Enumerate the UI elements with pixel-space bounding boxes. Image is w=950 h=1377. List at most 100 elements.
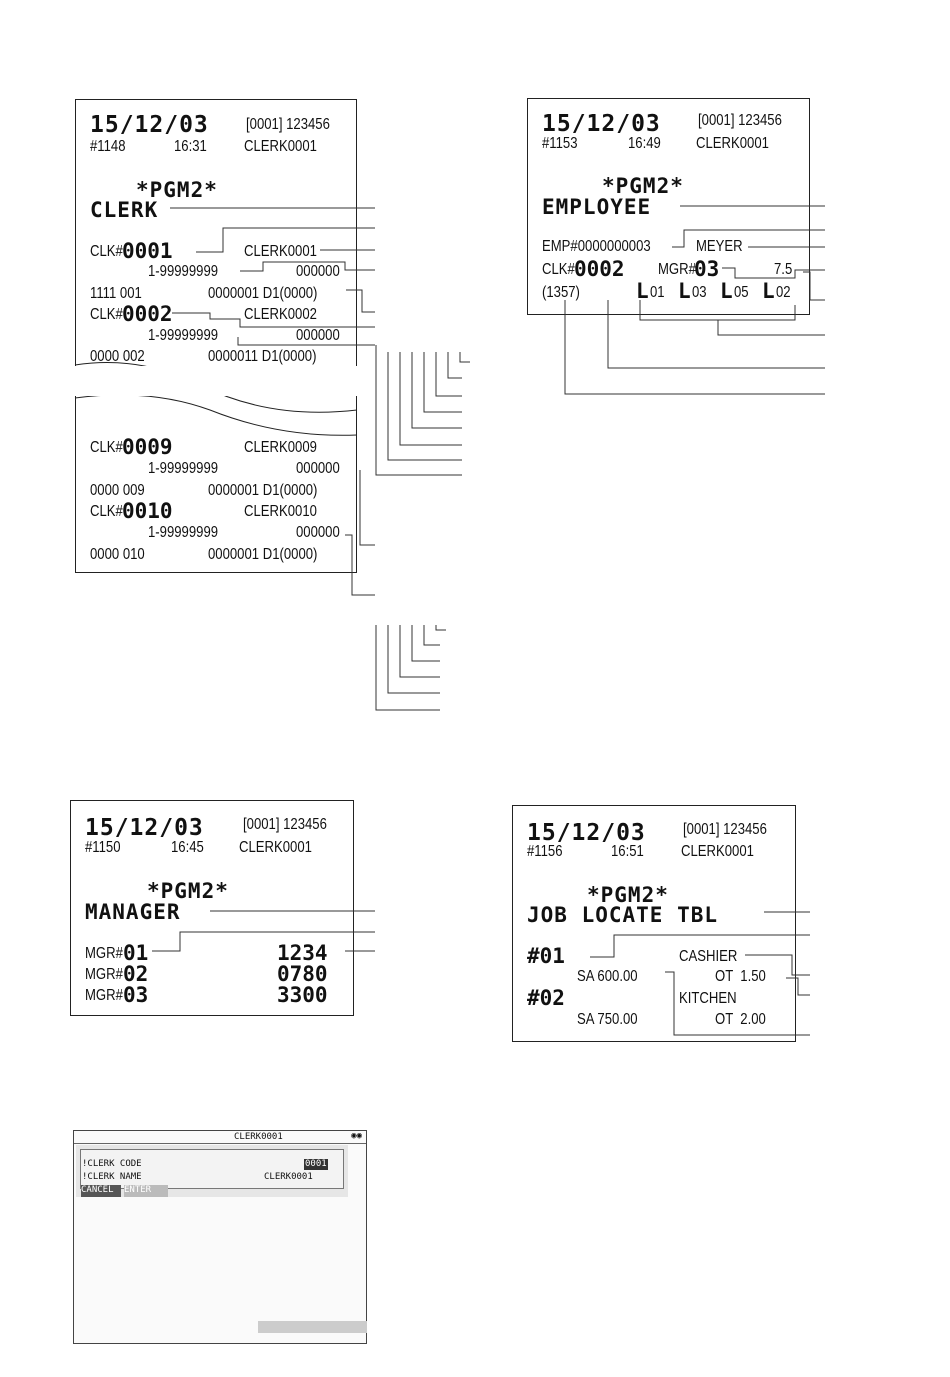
clerk-edit-screen: CLERK0001 ◉◉ !CLERK CODE 0001 !CLERK NAM… — [73, 1130, 367, 1344]
mgr-label: MGR# — [85, 987, 123, 1004]
receipt-clerk: CLERK0001 — [696, 135, 769, 152]
clerk-code: 1111 001 — [90, 285, 142, 302]
clerk-name-field[interactable]: CLERK0001 — [264, 1172, 313, 1182]
employee-code: (1357) — [542, 284, 580, 301]
location-number: 02 — [776, 284, 791, 301]
clerk-code: 0000 002 — [90, 348, 145, 365]
receipt-date: 15/12/03 — [85, 815, 204, 841]
receipt-store: [0001] 123456 — [246, 116, 330, 133]
job-number: #01 — [527, 944, 565, 968]
manager-receipt: 15/12/03 [0001] 123456 #1150 16:45 CLERK… — [70, 800, 354, 1016]
leader — [359, 470, 375, 546]
clerk-code: 0000 010 — [90, 546, 145, 563]
clk-number: 0010 — [122, 499, 173, 523]
clerk-detail: 0000011 D1(0000) — [208, 348, 317, 365]
receipt-time: 16:49 — [628, 135, 661, 152]
clerk-name: CLERK0010 — [244, 503, 317, 520]
receipt-date: 15/12/03 — [527, 820, 646, 846]
leader — [411, 352, 462, 429]
job-ot: OT 2.00 — [715, 1011, 766, 1028]
job-locate-receipt: 15/12/03 [0001] 123456 #1156 16:51 CLERK… — [512, 805, 796, 1042]
employee-number: EMP#0000000003 — [542, 238, 651, 255]
clerk-code-label: !CLERK CODE — [82, 1159, 142, 1169]
clerk-code: 0000 009 — [90, 482, 145, 499]
clk-number: 0002 — [574, 257, 625, 281]
eye-icon: ◉ — [351, 1131, 357, 1141]
clerk-name: CLERK0002 — [244, 306, 317, 323]
clerk-value: 000000 — [296, 460, 340, 477]
job-number: #02 — [527, 986, 565, 1010]
location-l: L — [678, 279, 691, 303]
location-l: L — [720, 279, 733, 303]
receipt-consec: #1156 — [527, 843, 563, 860]
leader — [375, 625, 440, 711]
location-number: 01 — [650, 284, 665, 301]
leader — [399, 625, 440, 678]
job-name: KITCHEN — [679, 990, 737, 1007]
clerk-detail: 0000001 D1(0000) — [208, 285, 318, 302]
screen-header-rule — [74, 1143, 366, 1144]
clerk-detail: 0000001 D1(0000) — [208, 482, 318, 499]
receipt-store: [0001] 123456 — [243, 816, 327, 833]
receipt-date: 15/12/03 — [542, 111, 661, 137]
receipt-title: CLERK — [90, 198, 159, 222]
clk-label: CLK# — [90, 243, 123, 260]
mgr-number: 03 — [694, 257, 720, 281]
cancel-button[interactable]: CANCEL — [81, 1185, 121, 1197]
location-l: L — [636, 279, 649, 303]
leader — [447, 352, 462, 379]
leader — [387, 625, 440, 694]
clk-label: CLK# — [90, 503, 123, 520]
mgr-code: 3300 — [277, 983, 328, 1007]
location-number: 03 — [692, 284, 707, 301]
receipt-mode: *PGM2* — [587, 883, 669, 907]
status-icons: ◉◉ — [351, 1132, 362, 1141]
leader — [411, 625, 440, 662]
clk-number: 0002 — [122, 302, 173, 326]
clerk-value: 000000 — [296, 263, 340, 280]
receipt-consec: #1148 — [90, 138, 126, 155]
mgr-label: MGR# — [658, 261, 696, 278]
clerk-name-label: !CLERK NAME — [82, 1172, 142, 1182]
leader — [399, 352, 462, 446]
leader — [435, 352, 462, 397]
receipt-consec: #1153 — [542, 135, 578, 152]
job-ot: OT 1.50 — [715, 968, 766, 985]
clk-label: CLK# — [542, 261, 575, 278]
job-name: CASHIER — [679, 948, 738, 965]
mgr-label: MGR# — [85, 966, 123, 983]
mgr-number: 03 — [123, 983, 149, 1007]
wage-rate: 7.5 — [774, 261, 793, 278]
mgr-number: 01 — [123, 941, 149, 965]
receipt-title: EMPLOYEE — [542, 195, 652, 219]
receipt-time: 16:45 — [171, 839, 204, 856]
clk-number: 0009 — [122, 435, 173, 459]
job-sa: SA 750.00 — [577, 1011, 638, 1028]
clerk-value: 000000 — [296, 327, 340, 344]
receipt-mode: *PGM2* — [602, 174, 684, 198]
clk-label: CLK# — [90, 439, 123, 456]
mgr-code: 0780 — [277, 962, 328, 986]
leader — [375, 345, 462, 476]
receipt-time: 16:31 — [174, 138, 207, 155]
employee-name: MEYER — [696, 238, 743, 255]
leader — [423, 352, 462, 413]
receipt-title: JOB LOCATE TBL — [527, 903, 719, 927]
receipt-mode: *PGM2* — [147, 879, 229, 903]
dialog-box — [80, 1149, 344, 1189]
leader — [387, 352, 462, 461]
clerk-range: 1-99999999 — [148, 524, 219, 541]
job-sa: SA 600.00 — [577, 968, 638, 985]
clerk-range: 1-99999999 — [148, 460, 219, 477]
leader — [459, 352, 470, 363]
receipt-title: MANAGER — [85, 900, 181, 924]
scrollbar[interactable] — [258, 1321, 367, 1333]
clerk-code-field[interactable]: 0001 — [304, 1159, 328, 1170]
receipt-time: 16:51 — [611, 843, 644, 860]
mgr-code: 1234 — [277, 941, 328, 965]
clerk-range: 1-99999999 — [148, 327, 219, 344]
enter-button[interactable]: ENTER — [124, 1185, 168, 1197]
eye-icon: ◉ — [356, 1131, 362, 1141]
employee-receipt: 15/12/03 [0001] 123456 #1153 16:49 CLERK… — [527, 98, 810, 315]
screen-header: CLERK0001 — [234, 1132, 283, 1142]
